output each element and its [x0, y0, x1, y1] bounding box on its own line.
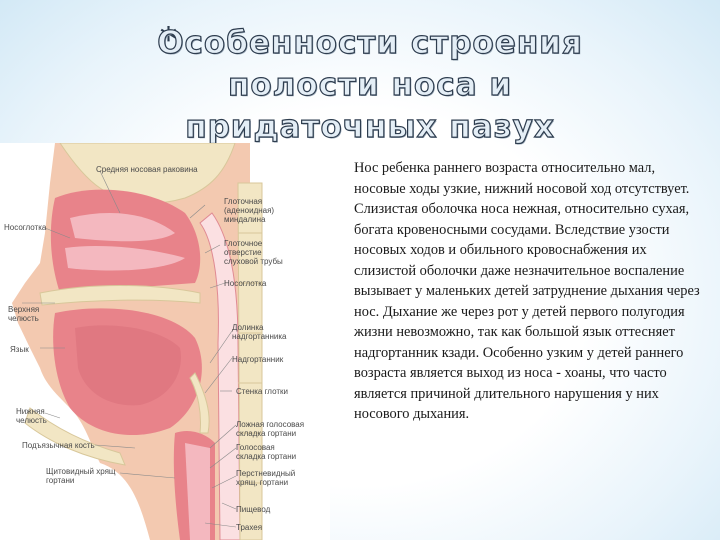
anatomy-illustration — [12, 143, 263, 540]
turbinate-lower — [65, 246, 185, 271]
anatomy-figure: Средняя носовая раковина Глоточная (аден… — [0, 143, 330, 540]
label-nasopharynx-left: Носоглотка — [4, 223, 47, 232]
epiglottis-shape — [189, 372, 210, 434]
label-pharynx-wall: Стенка глотки — [236, 387, 288, 396]
label-tube-opening: Глоточное отверстие слуховой трубы — [224, 239, 283, 266]
label-thyroid-cartilage: Щитовидный хрящ гортани — [46, 467, 116, 485]
label-trachea: Трахея — [236, 523, 263, 532]
label-vallecula: Долинка надгортанника — [232, 323, 287, 341]
title-bullet: * — [160, 20, 177, 60]
label-tongue: Язык — [10, 345, 29, 354]
tongue-muscle — [75, 325, 181, 406]
label-upper-jaw: Верхняя челюсть — [8, 305, 40, 323]
label-esophagus: Пищевод — [236, 505, 271, 514]
label-lower-jaw: Нижняя челюсть — [16, 407, 47, 425]
label-pharyngeal-tonsil: Глоточная (аденоидная) миндалина — [224, 197, 275, 224]
label-false-vocal-fold: Ложная голосовая складка гортани — [236, 420, 305, 438]
lower-jaw-bone — [24, 407, 126, 466]
label-lines — [22, 170, 237, 528]
turbinate-upper — [70, 213, 175, 242]
slide-title: Особенности строения полости носа и прид… — [157, 24, 583, 145]
label-hyoid-bone: Подъязычная кость — [22, 441, 95, 450]
label-cricoid-cartilage: Перстневидный хрящ, гортани — [236, 469, 296, 487]
label-epiglottis: Надгортанник — [232, 355, 284, 364]
label-nasopharynx-right: Носоглотка — [224, 279, 267, 288]
body-text: Нос ребенка раннего возраста относительн… — [354, 160, 700, 422]
hard-palate — [39, 285, 201, 306]
pharynx-channel — [199, 212, 241, 540]
label-true-vocal-fold: Голосовая складка гортани — [236, 443, 297, 461]
spine — [237, 182, 263, 540]
larynx-inner — [185, 443, 210, 540]
vertebrae-lines — [238, 232, 262, 484]
label-middle-turbinate: Средняя носовая раковина — [96, 165, 198, 174]
